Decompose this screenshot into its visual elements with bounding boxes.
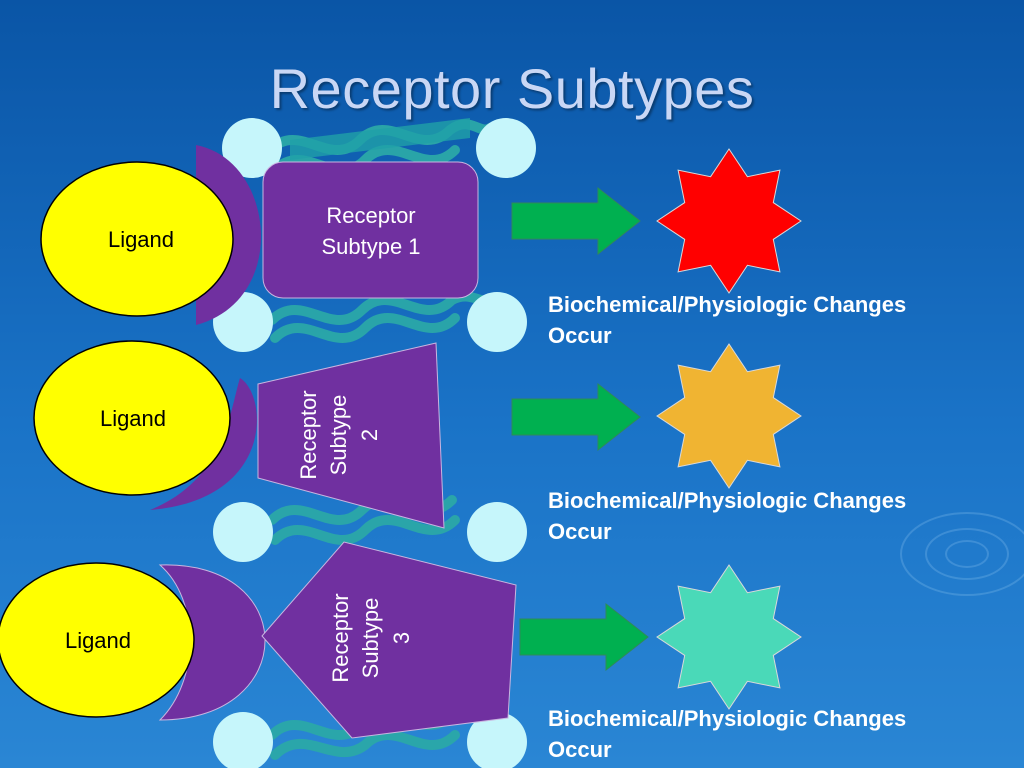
receptor-subtype-1-label-line1: Receptor — [326, 203, 415, 228]
outcome-caption-1-line1: Biochemical/Physiologic Changes — [548, 292, 907, 317]
membrane-ball — [467, 502, 527, 562]
ligand-2-label: Ligand — [100, 406, 166, 431]
receptor-subtype-2-shape — [257, 342, 445, 529]
receptor-subtype-2-label-line3: 2 — [357, 429, 382, 441]
star-burst-icon — [656, 564, 802, 710]
membrane-ball — [467, 292, 527, 352]
outcome-caption-3-line1: Biochemical/Physiologic Changes — [548, 706, 907, 731]
outcome-caption-2: Biochemical/Physiologic Changes Occur — [548, 485, 988, 547]
star-burst-icon — [656, 343, 802, 489]
outcome-caption-2-line1: Biochemical/Physiologic Changes — [548, 488, 907, 513]
receptor-subtype-3-label-line1: Receptor — [328, 593, 353, 682]
ligand-2-shape — [33, 340, 231, 496]
outcome-caption-2-line2: Occur — [548, 519, 612, 544]
membrane-ball — [476, 118, 536, 178]
ligand-1-shape — [40, 161, 234, 317]
receptor-subtype-3-label-line2: Subtype — [358, 598, 383, 679]
receptor-subtype-2-label-line1: Receptor — [296, 390, 321, 479]
receptor-subtype-2-label-line2: Subtype — [326, 395, 351, 476]
receptor-subtype-1-shape — [262, 161, 479, 299]
arrow-right-icon — [511, 382, 641, 452]
receptor-subtype-3-shape — [261, 541, 517, 739]
membrane-ball — [222, 118, 282, 178]
ligand-3-shape — [0, 562, 195, 718]
outcome-caption-1-line2: Occur — [548, 323, 612, 348]
membrane-ball — [467, 712, 527, 768]
star-burst-icon — [656, 148, 802, 294]
receptor-subtype-1-label-line2: Subtype 1 — [321, 234, 420, 259]
outcome-caption-1: Biochemical/Physiologic Changes Occur — [548, 289, 988, 351]
ligand-1-label: Ligand — [108, 227, 174, 252]
receptor-binding-site-2 — [150, 378, 257, 510]
membrane-beam — [290, 118, 470, 160]
receptor-subtype-3-label-line3: 3 — [389, 632, 414, 644]
ripple-decoration — [900, 512, 1024, 596]
outcome-caption-3-line2: Occur — [548, 737, 612, 762]
outcome-caption-3: Biochemical/Physiologic Changes Occur — [548, 703, 988, 765]
slide-title: Receptor Subtypes — [269, 57, 755, 120]
arrow-right-icon — [519, 602, 649, 672]
membrane-balls — [213, 118, 536, 768]
membrane-ball — [213, 712, 273, 768]
membrane-ball — [213, 502, 273, 562]
ligand-3-label: Ligand — [65, 628, 131, 653]
arrow-right-icon — [511, 186, 641, 256]
